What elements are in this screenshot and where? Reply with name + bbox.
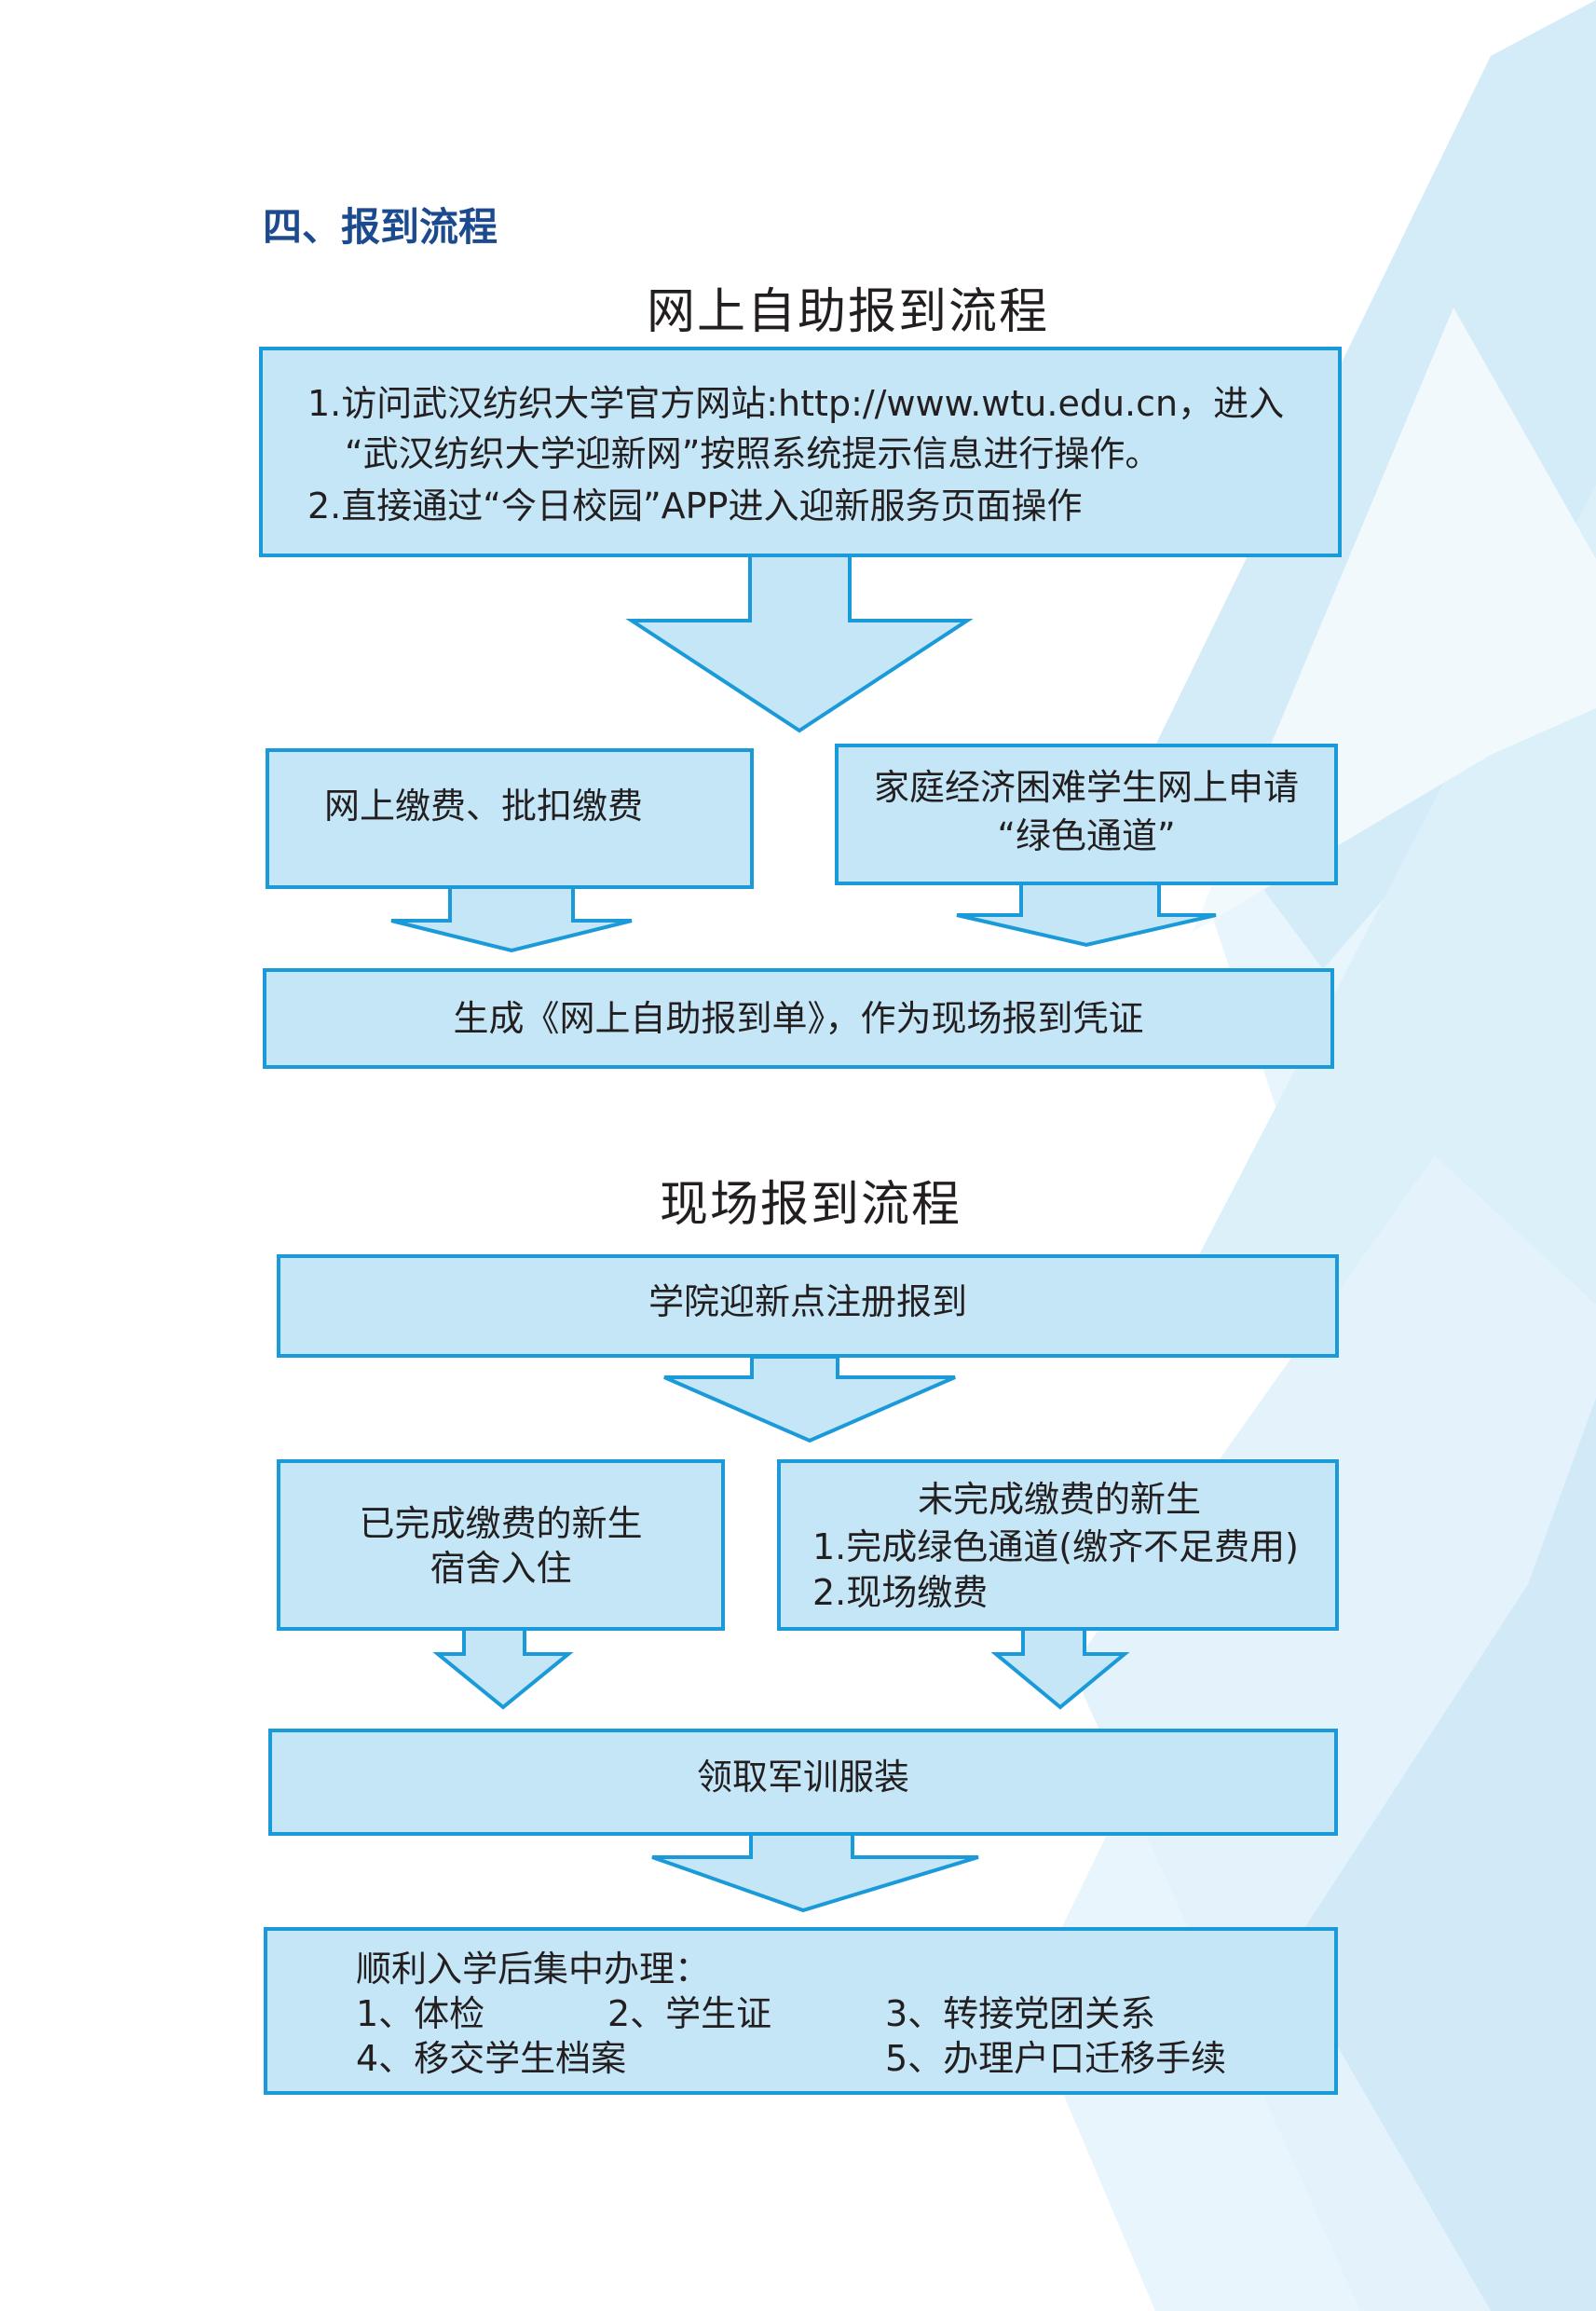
onsite-register-box (277, 1254, 1339, 1358)
arrow-register-to-branches (663, 1355, 956, 1443)
after-item-household-transfer: 5、办理户口迁移手续 (885, 2038, 1227, 2079)
arrow-uniform-to-after (651, 1830, 979, 1913)
online-payment-label: 网上缴费、批扣缴费 (324, 786, 644, 827)
arrow-green-to-certificate (956, 882, 1217, 948)
online-flow-title: 网上自助报到流程 (646, 284, 1049, 340)
online-payment-box (266, 748, 754, 889)
paid-students-line1: 已完成缴费的新生 (359, 1503, 643, 1544)
arrow-paid-to-uniform (432, 1627, 574, 1710)
after-item-party-league: 3、转接党团关系 (885, 1993, 1156, 2034)
military-uniform-label: 领取军训服装 (696, 1757, 909, 1798)
onsite-register-label: 学院迎新点注册报到 (648, 1281, 967, 1322)
arrow-payment-to-certificate (390, 885, 633, 953)
unpaid-students-option1: 1.完成绿色通道(缴齐不足费用) (812, 1526, 1299, 1567)
section-heading: 四、报到流程 (263, 204, 498, 250)
after-item-physical-exam: 1、体检 (356, 1993, 485, 2034)
online-step1-line1: 1.访问武汉纺织大学官方网站:http://www.wtu.edu.cn，进入 (307, 383, 1285, 424)
arrow-unpaid-to-uniform (990, 1627, 1130, 1710)
unpaid-students-box (777, 1459, 1339, 1631)
online-step1-box (259, 347, 1342, 557)
after-enrollment-box (264, 1927, 1338, 2095)
certificate-label: 生成《网上自助报到单》，作为现场报到凭证 (453, 998, 1144, 1039)
after-enrollment-heading: 顺利入学后集中办理： (356, 1949, 711, 1990)
paid-students-box (277, 1459, 725, 1631)
certificate-box (263, 968, 1334, 1069)
green-channel-line2: “绿色通道” (997, 815, 1176, 856)
unpaid-students-heading: 未完成缴费的新生 (918, 1479, 1202, 1520)
after-item-student-file: 4、移交学生档案 (356, 2038, 627, 2079)
paid-students-line2: 宿舍入住 (430, 1548, 572, 1589)
after-item-student-card: 2、学生证 (607, 1993, 772, 2034)
onsite-flow-title: 现场报到流程 (659, 1177, 962, 1233)
online-step1-line2: “武汉纺织大学迎新网”按照系统提示信息进行操作。 (345, 433, 1161, 474)
unpaid-students-option2: 2.现场缴费 (812, 1572, 989, 1613)
online-step1-line3: 2.直接通过“今日校园”APP进入迎新服务页面操作 (307, 485, 1083, 526)
military-uniform-box (268, 1729, 1338, 1836)
arrow-step1-to-payment (625, 554, 974, 733)
green-channel-line1: 家庭经济困难学生网上申请 (873, 767, 1299, 808)
green-channel-box (835, 744, 1338, 885)
